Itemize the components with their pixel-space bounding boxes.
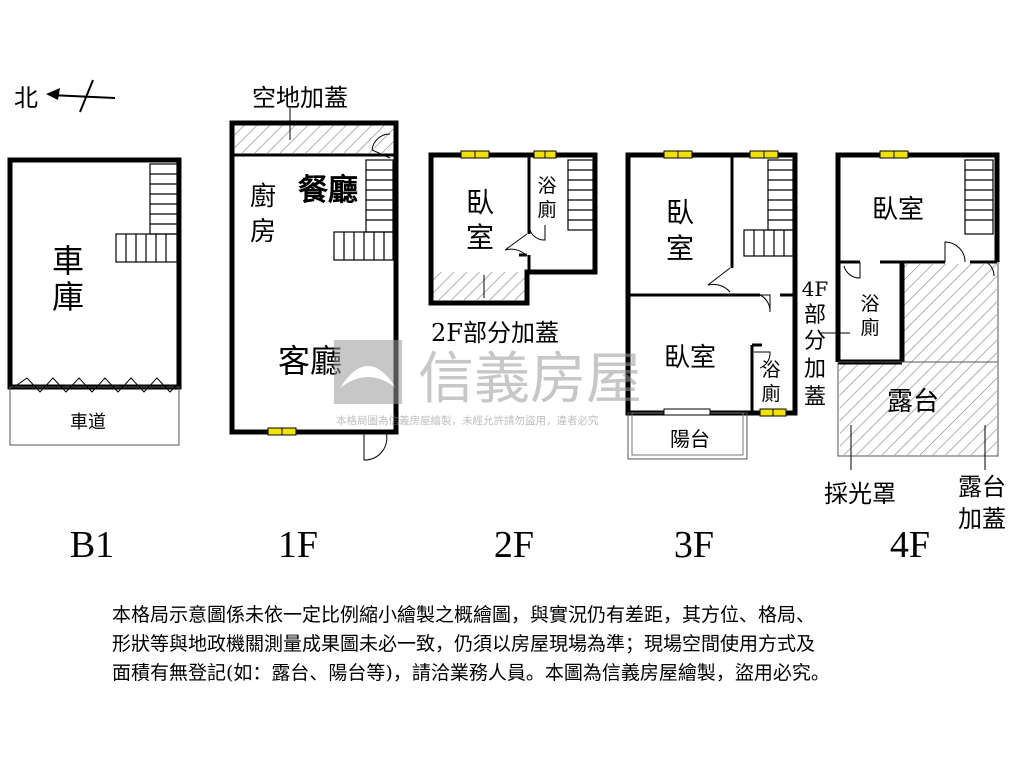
- b1-stairs: [115, 163, 178, 263]
- disclaimer-line-3: 面積有無登記(如：露台、陽台等)，請洽業務人員。本圖為信義房屋繪製，盜用必究。: [112, 662, 830, 684]
- disclaimer-line-2: 形狀等與地政機關測量成果圖未必一致，仍須以房屋現場為準；現場空間使用方式及: [112, 633, 816, 655]
- 4f-stairs: [964, 159, 994, 235]
- disclaimer-text: 本格局示意圖係未依一定比例縮小繪製之概繪圖，與實況仍有差距，其方位、格局、 形狀…: [112, 601, 972, 688]
- floor-b1: 車 庫 車道: [7, 157, 182, 446]
- 3f-bath-door-swing: [754, 351, 771, 369]
- 1f-stairs: [333, 159, 394, 261]
- compass-arrow-head-icon: [46, 88, 60, 100]
- 4f-partial-label-1: 4F: [802, 277, 829, 301]
- 1f-living-label: 客廳: [278, 342, 342, 380]
- north-label: 北: [14, 84, 38, 112]
- 3f-bedroom-a-door-swing: [707, 267, 731, 293]
- compass-cross-line: [79, 79, 94, 113]
- 4f-partial-label-2: 部: [804, 303, 826, 328]
- 2f-bath-label-2: 廁: [537, 198, 556, 221]
- 4f-skylight-label: 採光罩: [824, 480, 896, 508]
- compass-arrow-line: [49, 94, 116, 99]
- 3f-hall-door-swing: [759, 294, 771, 313]
- 3f-bath-label-2: 廁: [761, 382, 780, 405]
- floor-1f: 空地加蓋 廚 房 餐廳 客廳: [229, 84, 399, 461]
- 2f-stairs: [567, 159, 594, 231]
- 2f-partial-hatch: [433, 272, 525, 300]
- b1-garage-label-1: 車: [52, 242, 84, 280]
- 1f-kitchen-label-1: 廚: [250, 182, 276, 212]
- b1-driveway-label: 車道: [70, 412, 106, 433]
- watermark-notice: 本格局圖為信義房屋繪製，未經允許請勿盜用，違者必究: [336, 414, 599, 427]
- b1-garage-label-2: 庫: [52, 278, 84, 316]
- 4f-bath-door-swing: [843, 262, 861, 279]
- 2f-bedroom-label-1: 臥: [466, 186, 494, 219]
- 2f-partial-label: 2F部分加蓋: [431, 319, 559, 347]
- 4f-terrace-door-swing: [970, 261, 995, 277]
- 1f-addition-label: 空地加蓋: [252, 84, 348, 112]
- 1f-walls: [229, 120, 399, 435]
- 3f-balcony-door: [663, 408, 711, 416]
- floor-label-1f: 1F: [278, 524, 318, 566]
- north-compass: 北: [14, 79, 116, 113]
- watermark-brand: 信義房屋: [418, 347, 642, 412]
- 4f-bedroom-door-swing: [944, 241, 966, 263]
- 3f-bedroom-a-label-2: 室: [666, 232, 694, 265]
- floor-label-4f: 4F: [890, 524, 930, 566]
- watermark: 信義房屋 本格局圖為信義房屋繪製，未經允許請勿盜用，違者必究: [334, 340, 642, 427]
- 3f-balcony-label: 陽台: [670, 427, 710, 451]
- 4f-bedroom-label: 臥室: [872, 195, 924, 225]
- 1f-kitchen-label-2: 房: [250, 217, 276, 247]
- 3f-bath-label-1: 浴: [761, 359, 780, 381]
- 2f-bath-door-swing: [529, 225, 546, 241]
- 3f-stairs: [743, 159, 794, 257]
- disclaimer-line-1: 本格局示意圖係未依一定比例縮小繪製之概繪圖，與實況仍有差距，其方位、格局、: [112, 604, 816, 626]
- floor-label-2f: 2F: [494, 524, 534, 566]
- 4f-partial-label-5: 蓋: [804, 385, 826, 410]
- 4f-partial-label-3: 分: [804, 329, 826, 354]
- 4f-bath-label-2: 廁: [860, 316, 879, 339]
- 4f-partial-label-4: 加: [804, 357, 826, 382]
- floor-label-b1: B1: [70, 524, 114, 566]
- 3f-bedroom-b-label: 臥室: [664, 343, 716, 373]
- 4f-terrace-add-label-2: 加蓋: [958, 505, 1006, 533]
- 4f-walls: [835, 152, 1000, 262]
- floor-3f: 臥 室 臥室 浴 廁 陽台: [625, 150, 798, 460]
- 1f-addition-hatch: [234, 125, 394, 153]
- 4f-terrace-label: 露台: [887, 387, 939, 417]
- floor-label-3f: 3F: [674, 524, 714, 566]
- floor-2f: 臥 室 浴 廁 2F部分加蓋: [428, 150, 598, 347]
- 3f-bedroom-a-label-1: 臥: [666, 196, 694, 229]
- 2f-walls: [428, 152, 598, 306]
- 1f-front-door-swing: [363, 431, 388, 461]
- 1f-back-door-swing: [371, 133, 391, 159]
- 4f-terrace-add-label-1: 露台: [958, 473, 1006, 501]
- 2f-bedroom-door-swing: [504, 233, 528, 257]
- b1-garage-door: [13, 377, 177, 393]
- b1-driveway-outline: [9, 386, 180, 446]
- 2f-bedroom-label-2: 室: [466, 221, 494, 254]
- floor-4f: 臥室 浴 廁 露台 4F 部 分 加 蓋 採光罩 露台 加蓋: [802, 150, 1006, 533]
- 1f-dining-label: 餐廳: [298, 173, 358, 208]
- 4f-terrace-hatch: [838, 264, 997, 455]
- 2f-bath-label-1: 浴: [537, 175, 556, 197]
- 4f-bath-label-1: 浴: [860, 293, 879, 315]
